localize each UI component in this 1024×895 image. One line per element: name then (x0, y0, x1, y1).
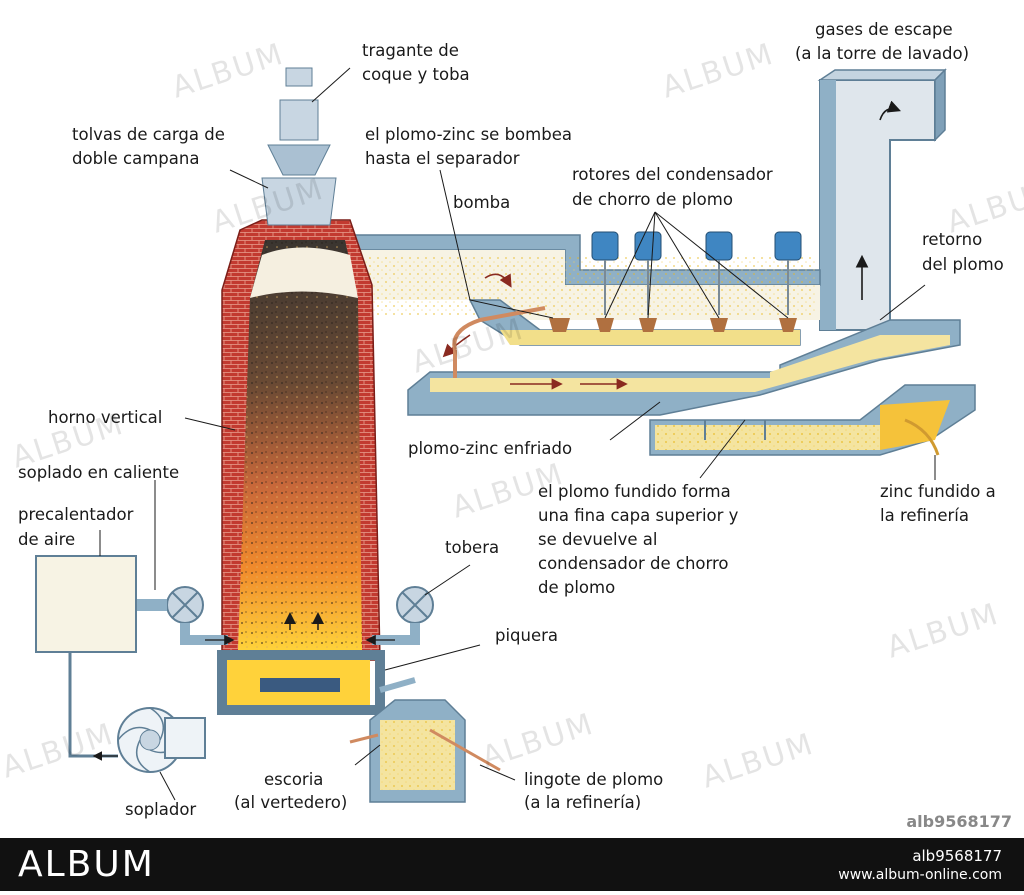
blower (68, 652, 206, 773)
label-bombea-1: el plomo-zinc se bombea (365, 125, 572, 144)
label-bomba: bomba (453, 193, 510, 212)
watermark-text: ALBUM (478, 707, 599, 776)
label-lingote-2: (a la refinería) (524, 793, 641, 812)
watermark-text: ALBUM (408, 312, 529, 381)
label-fundido-3: se devuelve al (538, 530, 657, 549)
rotor (634, 231, 662, 315)
label-piquera: piquera (495, 626, 558, 645)
label-tolvas-1: tolvas de carga de (72, 125, 225, 144)
label-bombea-2: hasta el separador (365, 149, 520, 168)
watermark-text: ALBUM (698, 727, 819, 796)
label-tragante-1: tragante de (362, 41, 459, 60)
watermark-text: ALBUM (658, 37, 779, 106)
label-tolvas-2: doble campana (72, 149, 199, 168)
label-escoria-1: escoria (264, 770, 323, 789)
cooling-channel (407, 306, 961, 416)
label-lingote-1: lingote de plomo (524, 770, 663, 789)
exhaust-stack (817, 68, 947, 331)
label-retorno-1: retorno (922, 230, 982, 249)
footer-logo: ALBUM (18, 844, 155, 885)
label-precal-2: de aire (18, 530, 75, 549)
furnace (217, 219, 385, 715)
corner-image-id: alb9568177 (906, 812, 1012, 831)
footer-url: www.album-online.com (838, 867, 1002, 883)
footer-bar: ALBUM alb9568177 www.album-online.com (0, 838, 1024, 891)
air-preheater (35, 555, 137, 653)
label-horno: horno vertical (48, 408, 162, 427)
label-gases-2: (a la torre de lavado) (795, 44, 969, 63)
label-tobera: tobera (445, 538, 499, 557)
label-precal-1: precalentador (18, 505, 134, 524)
slag-pot (349, 677, 501, 803)
watermark-text: ALBUM (0, 717, 119, 786)
tuyeres (136, 586, 434, 646)
condenser (319, 234, 821, 358)
label-tragante-2: coque y toba (362, 65, 470, 84)
label-zinc-1: zinc fundido a (880, 482, 996, 501)
charging-hoppers (261, 67, 351, 226)
label-rotores-2: de chorro de plomo (572, 190, 733, 209)
label-zinc-2: la refinería (880, 506, 969, 525)
watermark-text: ALBUM (883, 597, 1004, 666)
labels: tragante de coque y toba tolvas de carga… (18, 20, 1004, 819)
watermark-text: ALBUM (168, 37, 289, 106)
label-retorno-2: del plomo (922, 255, 1004, 274)
label-fundido-4: condensador de chorro (538, 554, 729, 573)
label-enfriado: plomo-zinc enfriado (408, 439, 572, 458)
label-soplado: soplado en caliente (18, 463, 179, 482)
label-fundido-2: una fina capa superior y (538, 506, 739, 525)
rotors (549, 231, 802, 332)
pump (549, 318, 570, 332)
label-escoria-2: (al vertedero) (234, 793, 347, 812)
rotor (705, 231, 733, 315)
label-gases-1: gases de escape (815, 20, 953, 39)
rotor (774, 231, 802, 315)
label-fundido-5: de plomo (538, 578, 615, 597)
label-fundido-1: el plomo fundido forma (538, 482, 731, 501)
rotor (591, 231, 619, 315)
leader-lines (99, 169, 936, 801)
footer-image-id: alb9568177 (912, 847, 1002, 865)
label-soplador: soplador (125, 800, 196, 819)
label-rotores-1: rotores del condensador (572, 165, 773, 184)
